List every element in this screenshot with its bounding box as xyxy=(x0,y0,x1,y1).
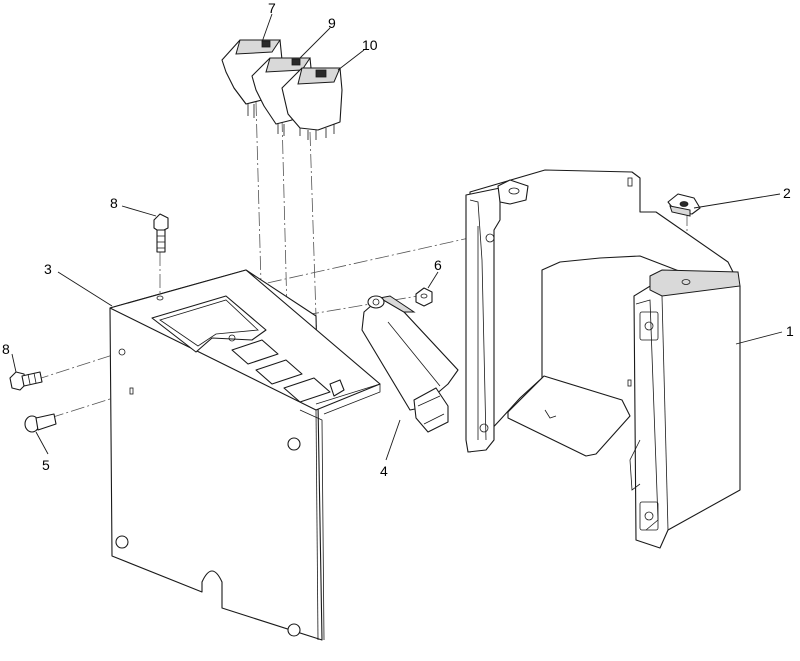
callout-7: 7 xyxy=(268,0,276,16)
callout-4: 4 xyxy=(380,463,388,479)
bolt-part-8-top xyxy=(153,213,169,253)
leader-lines xyxy=(11,13,783,461)
switch-part-7 xyxy=(221,39,283,118)
callout-6: 6 xyxy=(434,257,442,273)
callout-5: 5 xyxy=(42,457,50,473)
panel-part-3 xyxy=(109,269,381,641)
bracket-part-1 xyxy=(465,169,741,549)
callout-3: 3 xyxy=(44,261,52,277)
bolt-part-8-left xyxy=(9,371,43,391)
callout-8-top: 8 xyxy=(110,195,118,211)
callout-10: 10 xyxy=(362,37,378,53)
nut-part-6 xyxy=(415,287,433,307)
callout-1: 1 xyxy=(786,323,794,339)
module-part-4 xyxy=(361,295,459,433)
callout-8-left: 8 xyxy=(2,341,10,357)
callouts: 1 2 3 4 5 6 7 8 8 9 10 xyxy=(2,0,794,479)
callout-2: 2 xyxy=(783,185,791,201)
switch-part-10 xyxy=(281,67,343,140)
callout-9: 9 xyxy=(328,15,336,31)
clip-nut-part-2 xyxy=(667,193,701,217)
rivet-part-5 xyxy=(24,413,57,433)
